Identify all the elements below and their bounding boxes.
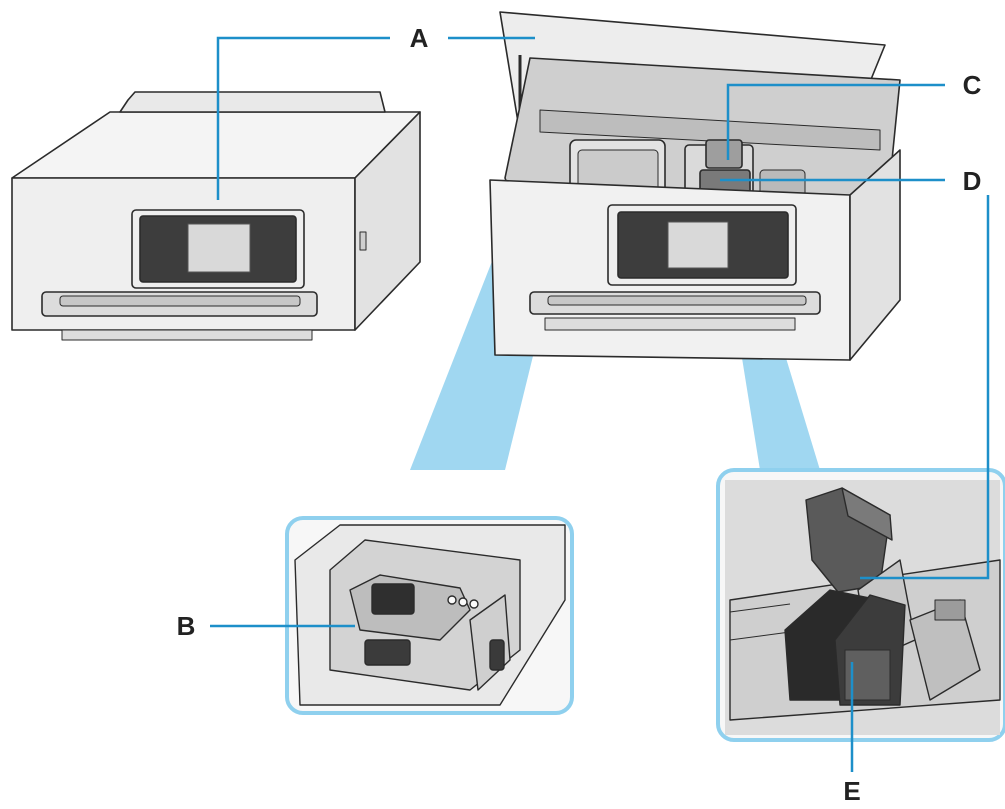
label-b: B: [177, 611, 196, 641]
printer-closed-icon: [11, 91, 421, 341]
printer-open-icon: [489, 11, 901, 361]
callout-line-d-detail: [860, 195, 990, 580]
label-d: D: [963, 166, 982, 196]
label-c: C: [963, 70, 982, 100]
callout-line-c: [726, 83, 945, 160]
cartridge-installed-detail-icon: [716, 468, 1005, 742]
cartridge-holder-detail-icon: [285, 516, 574, 715]
callout-line-a: [216, 36, 390, 200]
callout-lines: [210, 36, 990, 772]
label-e: E: [843, 776, 860, 806]
label-a: A: [410, 23, 429, 53]
